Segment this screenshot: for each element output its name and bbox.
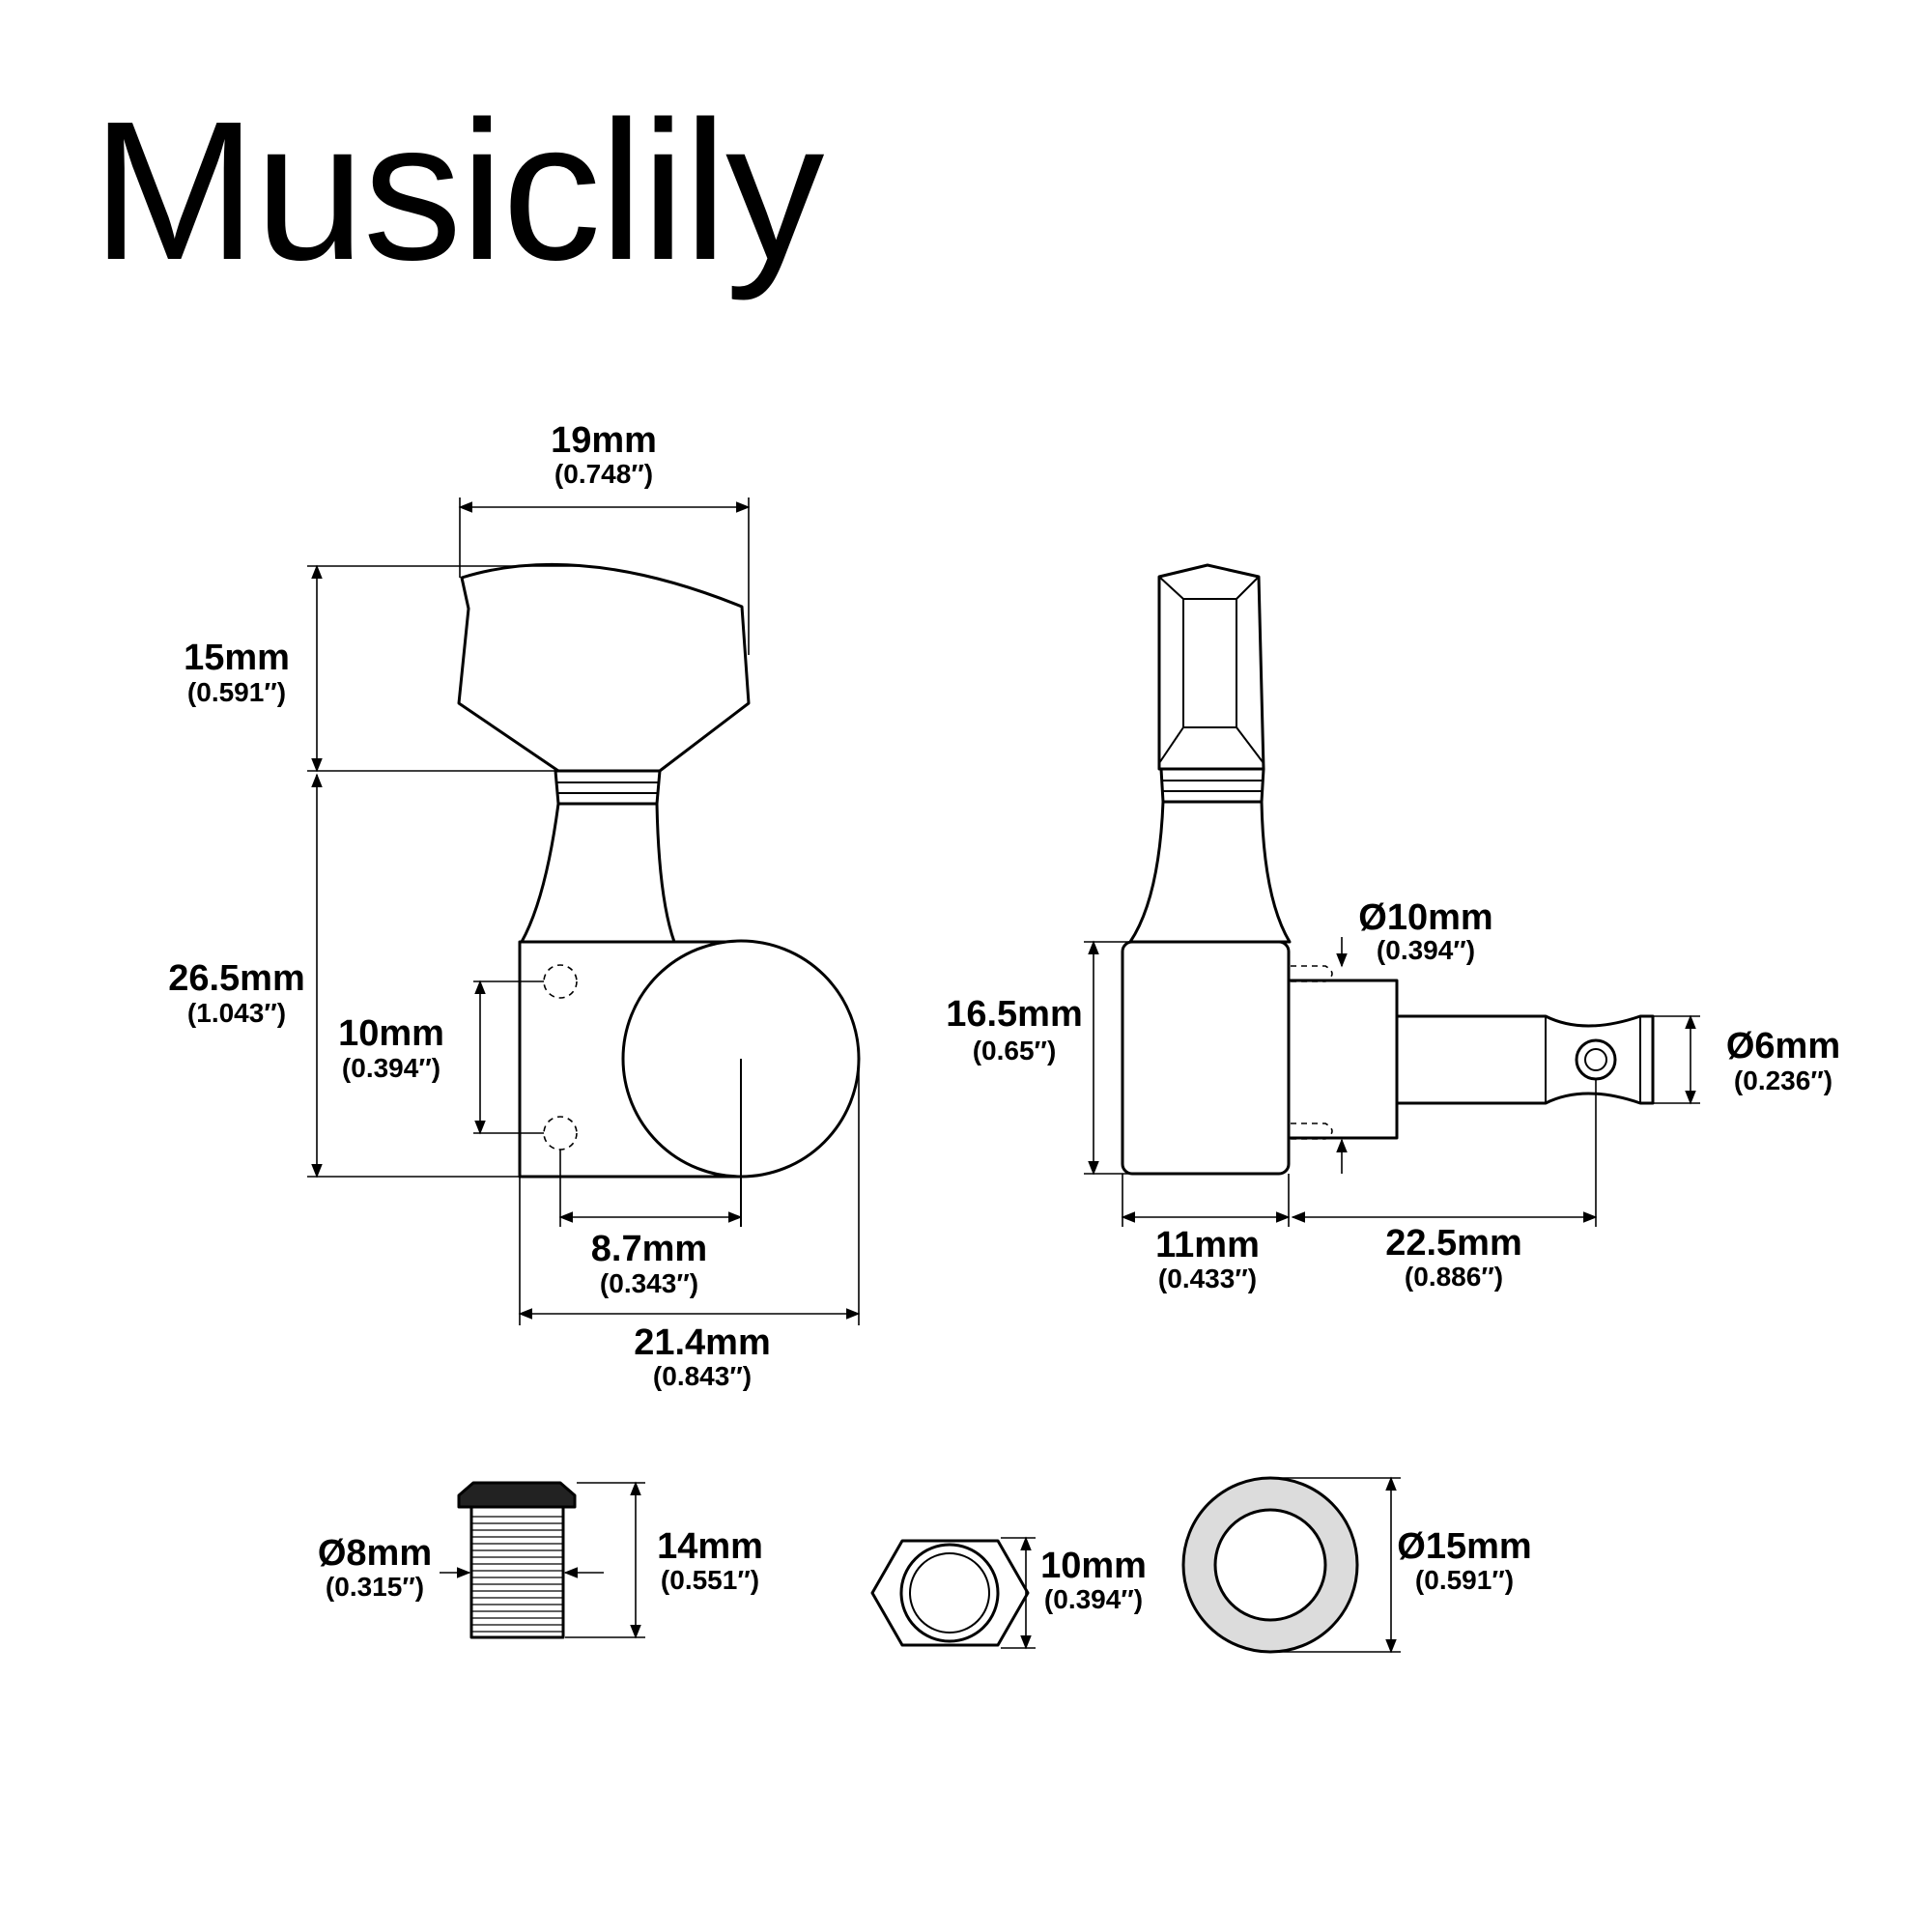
dim-bushing-diameter-in: (0.394″) <box>1377 935 1475 965</box>
dim-bushing-diameter-mm: Ø10mm <box>1358 897 1492 938</box>
brand-logo-text: Musiclily <box>92 80 824 301</box>
tuner-button-front <box>457 562 751 773</box>
dim-bushing-outer-diameter-in: (0.315″) <box>326 1572 424 1602</box>
dim-body-depth-mm: 11mm <box>1155 1225 1260 1265</box>
washer: Ø15mm (0.591″) <box>1181 1476 1532 1654</box>
dim-hex-nut-size-in: (0.394″) <box>1044 1584 1143 1614</box>
dim-post-diameter-in: (0.236″) <box>1734 1065 1833 1095</box>
front-view: 19mm (0.748″) 15mm (0.591″) 26.5mm (1.04… <box>168 420 861 1391</box>
dim-button-height-in: (0.591″) <box>187 677 286 707</box>
dim-bushing-length-mm: 14mm <box>657 1526 763 1567</box>
dim-post-diameter-mm: Ø6mm <box>1726 1026 1840 1066</box>
dim-hole-spacing-in: (0.394″) <box>342 1053 440 1083</box>
dim-button-height-mm: 15mm <box>184 638 290 678</box>
button-neck <box>520 802 676 944</box>
dim-bushing-outer-diameter-mm: Ø8mm <box>318 1533 432 1574</box>
dim-button-width-in: (0.748″) <box>554 459 653 489</box>
dim-hole-to-center-mm: 8.7mm <box>591 1229 707 1269</box>
tuner-body-side <box>1121 940 1291 1176</box>
dim-washer-diameter-in: (0.591″) <box>1415 1565 1514 1595</box>
dim-body-depth-in: (0.433″) <box>1158 1264 1257 1293</box>
hex-nut: 10mm (0.394″) <box>870 1536 1147 1650</box>
dim-hex-nut-size-mm: 10mm <box>1040 1546 1147 1586</box>
dim-body-height-mm: 16.5mm <box>946 994 1083 1035</box>
dim-total-width-in: (0.843″) <box>653 1361 752 1391</box>
dim-bushing-length-in: (0.551″) <box>661 1565 759 1595</box>
button-collar <box>554 769 662 806</box>
side-view: Ø10mm (0.394″) 16.5mm (0.65″) Ø6mm (0.23… <box>946 563 1840 1293</box>
dim-post-length-in: (0.886″) <box>1405 1262 1503 1292</box>
dim-hole-spacing-mm: 10mm <box>338 1013 444 1054</box>
threaded-bushing: Ø8mm (0.315″) 14mm (0.551″) <box>318 1481 763 1639</box>
screw-hole-top <box>543 964 578 999</box>
dim-total-width-mm: 21.4mm <box>634 1322 771 1363</box>
dim-hole-to-center-in: (0.343″) <box>600 1268 698 1298</box>
dim-housing-height-mm: 26.5mm <box>168 958 305 999</box>
dim-button-width-mm: 19mm <box>551 420 657 461</box>
dim-body-height-in: (0.65″) <box>973 1036 1057 1065</box>
post-bushing <box>1287 979 1399 1140</box>
dim-washer-diameter-mm: Ø15mm <box>1397 1526 1531 1567</box>
dim-housing-height-in: (1.043″) <box>187 998 286 1028</box>
dim-post-length-mm: 22.5mm <box>1385 1223 1522 1264</box>
